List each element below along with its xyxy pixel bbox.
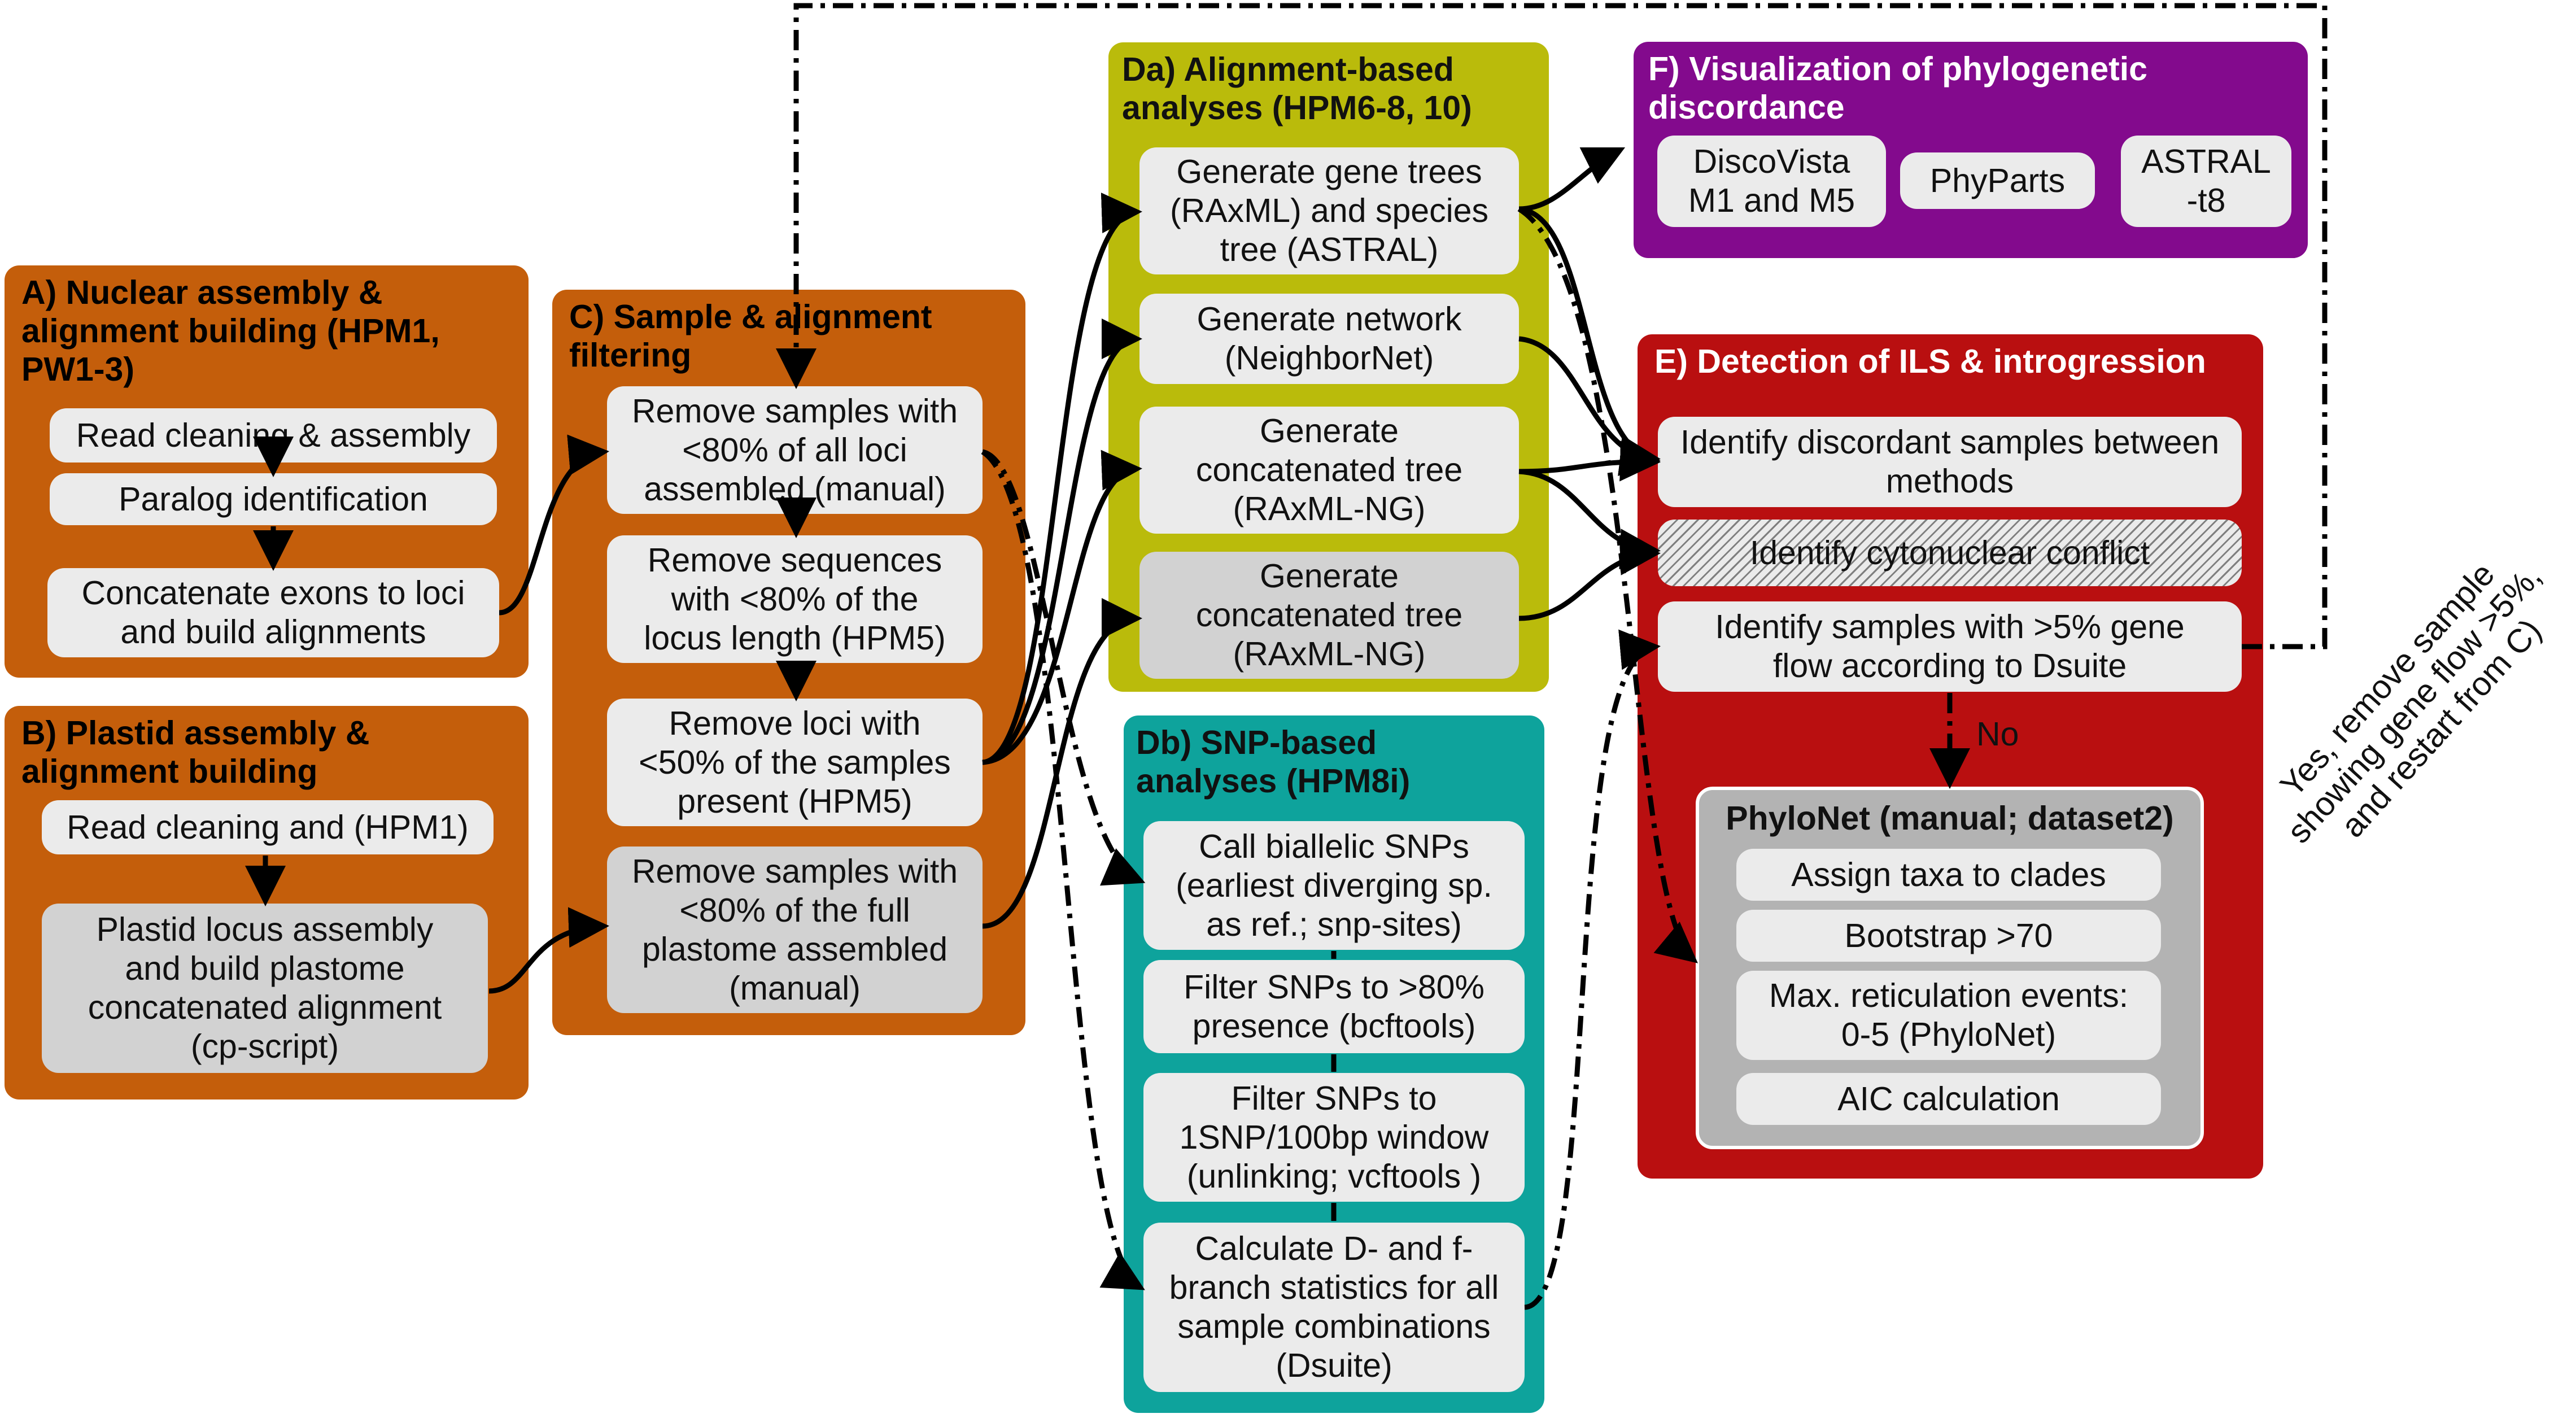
step-concatenate-exons: Concatenate exons to loci and build alig… [47, 568, 499, 657]
arrow-concat-to-e-discordant [1518, 440, 1661, 482]
panel-f-title: F) Visualization of phylogenetic discord… [1648, 50, 2147, 126]
step-remove-loci: Remove loci with <50% of the samples pre… [607, 699, 983, 826]
arrow-gene-trees-to-phylonet [1517, 207, 1698, 963]
label-no: No [1976, 715, 2019, 753]
panel-a-title: A) Nuclear assembly & alignment building… [21, 274, 440, 388]
panel-e-title: E) Detection of ILS & introgression [1654, 343, 2206, 380]
tool-astral-t8: ASTRAL -t8 [2121, 136, 2291, 227]
step-paralog-identification: Paralog identification [50, 473, 497, 525]
phylonet-title: PhyloNet (manual; dataset2) [1726, 800, 2174, 837]
arrow-c4-to-plastid-tree [982, 598, 1142, 929]
panel-c-title: C) Sample & alignment filtering [569, 298, 932, 374]
arrow-c1-to-call-snps [981, 449, 1146, 885]
step-filter-snps-window: Filter SNPs to 1SNP/100bp window (unlink… [1143, 1073, 1525, 1202]
step-max-reticulation: Max. reticulation events: 0-5 (PhyloNet) [1736, 971, 2161, 1060]
arrow-yes-restart-c [776, 3, 2328, 649]
arrow-c3-to-concat [982, 450, 1142, 765]
step-assign-taxa: Assign taxa to clades [1736, 849, 2161, 901]
arrow-c3-to-gene-trees [982, 193, 1142, 765]
arrow-b-to-c [488, 907, 609, 994]
tool-discovista: DiscoVista M1 and M5 [1657, 136, 1886, 227]
panel-da-title: Da) Alignment-based analyses (HPM6-8, 10… [1122, 51, 1472, 126]
step-call-snps: Call biallelic SNPs (earliest diverging … [1143, 821, 1525, 950]
step-identify-cytonuclear: Identify cytonuclear conflict [1658, 520, 2242, 586]
arrow-plastid-to-e [1518, 534, 1661, 621]
step-remove-samples-loci: Remove samples with <80% of all loci ass… [607, 386, 983, 514]
step-concatenated-tree-nuclear: Generate concatenated tree (RAxML-NG) [1139, 407, 1519, 534]
step-dsuite-statistics: Calculate D- and f- branch statistics fo… [1143, 1223, 1525, 1392]
arrow-dsuite-to-gene-flow [1524, 630, 1661, 1310]
connector-arrows [245, 3, 2328, 1310]
step-concatenated-tree-plastid: Generate concatenated tree (RAxML-NG) [1139, 552, 1519, 679]
step-identify-gene-flow: Identify samples with >5% gene flow acco… [1658, 601, 2242, 692]
panel-db-title: Db) SNP-based analyses (HPM8i) [1136, 724, 1411, 800]
arrow-concat-to-e-cytonuclear [1518, 469, 1661, 570]
panel-b-title: B) Plastid assembly & alignment building [21, 714, 370, 790]
step-remove-sequences: Remove sequences with <80% of the locus … [607, 535, 983, 663]
tool-phyparts: PhyParts [1900, 152, 2095, 209]
step-bootstrap: Bootstrap >70 [1736, 910, 2161, 962]
arrow-gene-trees-to-f [1518, 147, 1626, 212]
arrow-c3-to-network [982, 318, 1142, 765]
step-identify-discordant: Identify discordant samples between meth… [1658, 417, 2242, 507]
step-plastid-read-cleaning: Read cleaning and (HPM1) [42, 800, 494, 854]
step-neighbornet: Generate network (NeighborNet) [1139, 294, 1519, 384]
arrow-a-to-c [499, 434, 609, 616]
step-remove-samples-plastome: Remove samples with <80% of the full pla… [607, 847, 983, 1013]
arrow-c1-to-dsuite [981, 450, 1145, 1290]
arrow-gene-trees-to-e [1518, 206, 1661, 475]
step-filter-snps-presence: Filter SNPs to >80% presence (bcftools) [1143, 960, 1525, 1053]
step-plastid-locus-assembly: Plastid locus assembly and build plastom… [42, 904, 488, 1073]
step-aic-calculation: AIC calculation [1736, 1073, 2161, 1125]
step-gene-species-trees: Generate gene trees (RAxML) and species … [1139, 147, 1519, 274]
